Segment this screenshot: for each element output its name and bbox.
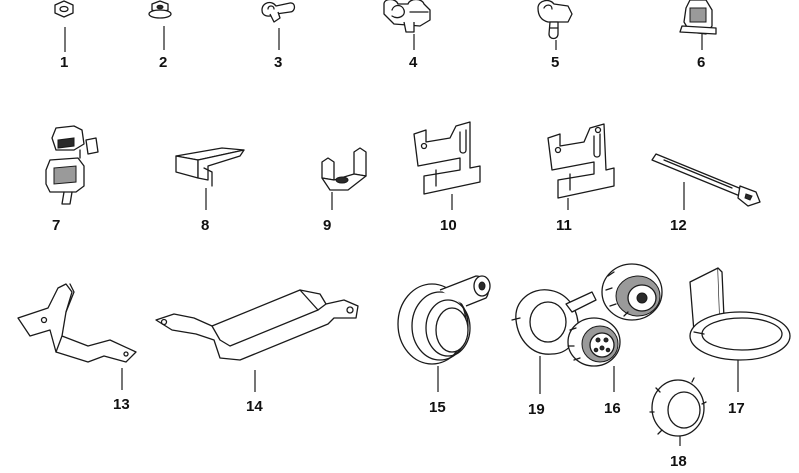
part-7-double-clip-icon: 7 <box>45 125 99 234</box>
part-4-cable-holder-icon: 4 <box>383 0 431 71</box>
part-9-twin-holder-icon: 9 <box>321 147 367 234</box>
part-3-cable-clip-icon: 3 <box>261 1 296 71</box>
part-number-12: 12 <box>670 217 687 234</box>
part-8-plate-clip-icon: 8 <box>175 147 245 234</box>
part-5-push-clip-icon: 5 <box>537 0 573 71</box>
part-number-17: 17 <box>728 400 745 417</box>
part-15-rubber-grommet-icon: 15 <box>397 275 491 416</box>
part-17-ring-holder-icon: 17 <box>689 267 791 417</box>
part-number-5: 5 <box>551 54 559 71</box>
part-6-edge-clip-icon: 6 <box>679 0 717 71</box>
part-number-4: 4 <box>409 54 418 71</box>
part-14-long-bracket-icon: 14 <box>155 289 359 415</box>
part-number-6: 6 <box>697 54 705 71</box>
part-number-3: 3 <box>274 54 282 71</box>
part-number-11: 11 <box>556 217 572 234</box>
part-number-15: 15 <box>429 399 446 416</box>
part-number-8: 8 <box>201 217 209 234</box>
part-number-13: 13 <box>113 396 130 413</box>
part-18-union-nut-icon: 18 <box>649 377 707 470</box>
part-2-flange-nut-icon: 2 <box>148 0 172 71</box>
part-12-cable-tie-icon: 12 <box>651 153 761 234</box>
part-1-hex-nut-icon: 1 <box>54 0 74 71</box>
part-16-round-connector-icon: 16 <box>567 263 663 417</box>
part-number-19: 19 <box>528 401 545 418</box>
part-10-slotted-bracket-icon: 10 <box>413 121 481 234</box>
part-number-9: 9 <box>323 217 331 234</box>
part-number-2: 2 <box>159 54 167 71</box>
part-number-18: 18 <box>670 453 687 470</box>
part-19-seal-flange-icon: 19 <box>511 289 597 418</box>
part-number-16: 16 <box>604 400 621 417</box>
part-number-7: 7 <box>52 217 60 234</box>
part-number-14: 14 <box>246 398 263 415</box>
part-number-10: 10 <box>440 217 457 234</box>
part-13-bent-bracket-icon: 13 <box>17 283 137 413</box>
part-number-1: 1 <box>60 54 68 71</box>
part-11-slotted-bracket-icon: 11 <box>547 123 615 234</box>
